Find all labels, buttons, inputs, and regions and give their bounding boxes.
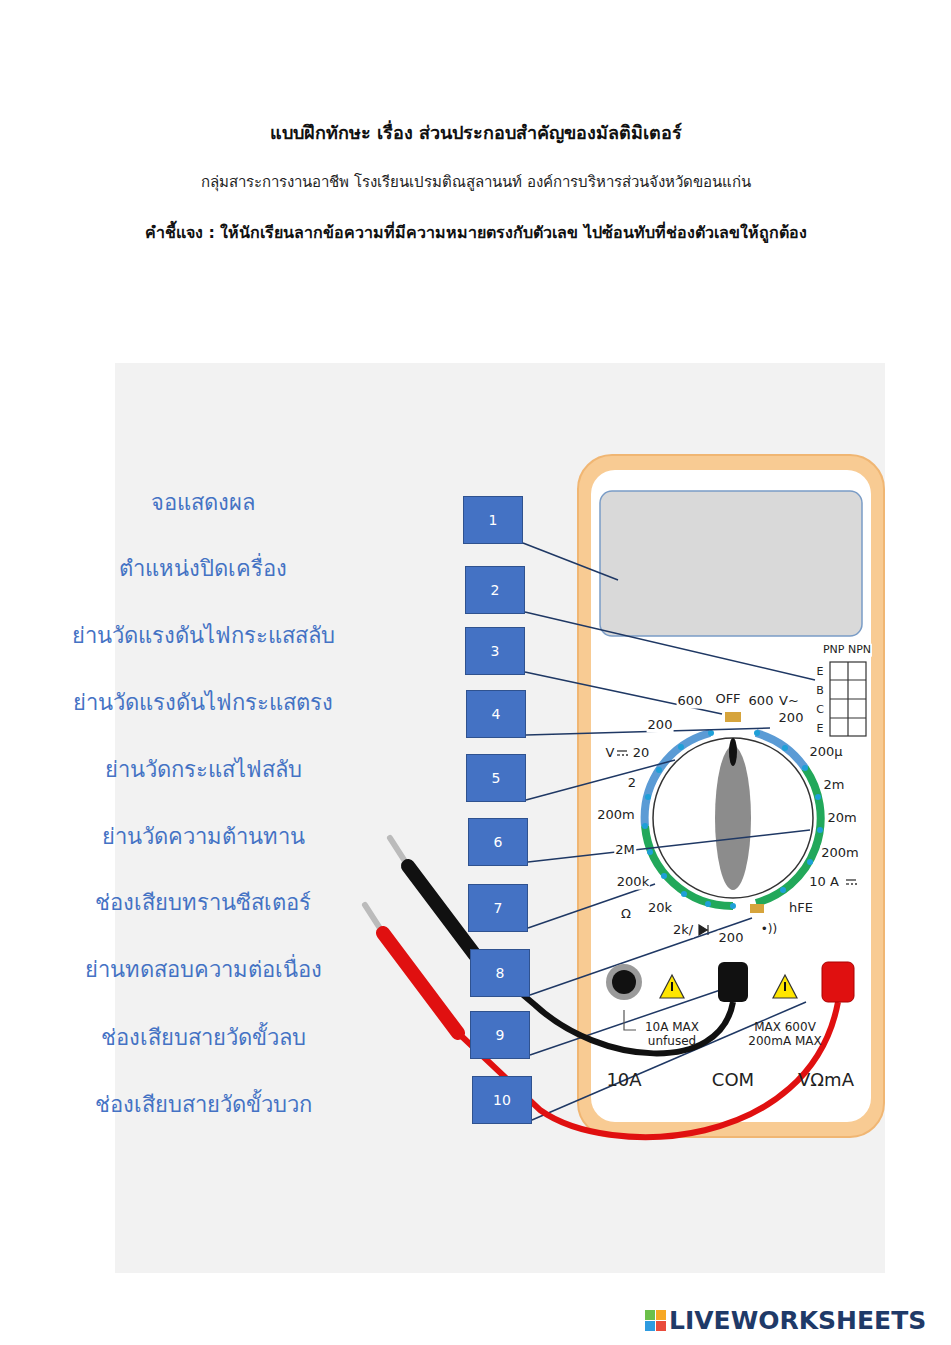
range-label: 2 <box>627 776 637 791</box>
jack-label: VΩmA <box>798 1070 854 1091</box>
jack-label: COM <box>712 1070 754 1091</box>
jack-rating: 10A MAX unfused <box>635 1021 710 1049</box>
callout-number: 4 <box>492 706 501 722</box>
range-label: 2M <box>614 843 636 858</box>
worksheet-title: แบบฝึกทักษะ เรื่อง ส่วนประกอบสำคัญของมัล… <box>270 123 683 144</box>
selector-knob <box>653 738 813 898</box>
jack-com <box>718 962 748 1002</box>
callout-number: 3 <box>491 643 500 659</box>
knob-pointer <box>729 738 737 766</box>
range-label: 2k/ <box>672 923 694 938</box>
term-label: ย่านทดสอบความต่อเนื่อง <box>85 957 322 982</box>
callout-number: 1 <box>489 512 498 528</box>
term-label: ย่านวัดกระแสไฟสลับ <box>105 757 302 782</box>
logo-icon <box>645 1310 666 1331</box>
black-probe <box>408 866 475 955</box>
pin-label: C <box>815 704 825 717</box>
range-label: hFE <box>788 901 814 916</box>
transistor-socket <box>830 662 866 736</box>
range-label: OFF <box>714 692 741 707</box>
watermark-logo: LIVEWORKSHEETS <box>669 1307 926 1336</box>
jack-label: 10A <box>606 1070 641 1091</box>
range-label: 200 <box>647 718 674 733</box>
callout-box: 3 <box>465 627 525 675</box>
range-label: 200k <box>616 875 650 890</box>
range-label: 600 <box>748 694 775 709</box>
term-label: ย่านวัดความต้านทาน <box>102 824 305 849</box>
callout-number: 9 <box>496 1027 505 1043</box>
jack-rating: MAX 600V 200mA MAX <box>740 1021 830 1049</box>
dc-symbol <box>617 751 857 884</box>
term-label: ช่องเสียบสายวัดขั้วบวก <box>95 1092 312 1117</box>
callout-number: 7 <box>494 900 503 916</box>
callout-box: 7 <box>468 884 528 932</box>
socket-label: PNP NPN <box>822 644 872 657</box>
range-dots <box>642 730 823 909</box>
callout-box: 9 <box>470 1011 530 1059</box>
term-label: ช่องเสียบทรานซีสเตอร์ <box>95 890 311 915</box>
display-screen <box>600 491 862 636</box>
callout-box: 1 <box>463 496 523 544</box>
callout-box: 8 <box>470 949 530 997</box>
range-ring <box>645 733 821 906</box>
jack-10a <box>606 964 642 1000</box>
range-label: 600 <box>677 694 704 709</box>
hfe-mark <box>750 904 764 913</box>
range-label: 10 A <box>808 875 840 890</box>
worksheet-panel <box>115 363 885 1273</box>
subtitle: กลุ่มสาระการงานอาชีพ โรงเรียนเปรมติณสูลา… <box>201 174 751 191</box>
pin-label: E <box>816 666 825 679</box>
range-label: •)) <box>760 923 778 937</box>
callout-box: 5 <box>466 754 526 802</box>
knob-grip <box>715 746 751 890</box>
callout-number: 8 <box>496 965 505 981</box>
instruction: คำชี้แจง : ให้นักเรียนลากข้อความที่มีควา… <box>145 224 807 242</box>
range-label: 20k <box>647 901 673 916</box>
term-label: ย่านวัดแรงดันไฟกระแสสลับ <box>72 623 335 648</box>
pin-label: B <box>815 685 825 698</box>
range-label: 200m <box>820 846 859 861</box>
callout-box: 2 <box>465 566 525 614</box>
term-label: ย่านวัดแรงดันไฟกระแสตรง <box>73 690 333 715</box>
callout-box: 6 <box>468 818 528 866</box>
callout-number: 2 <box>491 582 500 598</box>
range-label: V~ <box>778 694 800 709</box>
range-label: 200 <box>718 931 745 946</box>
range-label: V <box>605 746 616 761</box>
red-probe <box>383 933 458 1033</box>
warning-triangles <box>660 975 797 998</box>
range-label: 20 <box>632 746 651 761</box>
pin-label: E <box>816 723 825 736</box>
range-label: 200m <box>596 808 635 823</box>
range-label: Ω <box>620 907 632 922</box>
term-label: ช่องเสียบสายวัดขั้วลบ <box>101 1025 306 1050</box>
term-label: จอแสดงผล <box>151 490 255 515</box>
callout-box: 10 <box>472 1076 532 1124</box>
range-label: 200µ <box>808 745 843 760</box>
meter-face <box>591 470 871 1122</box>
callout-number: 5 <box>492 770 501 786</box>
callout-number: 10 <box>493 1092 511 1108</box>
range-label: 20m <box>826 811 857 826</box>
callout-box: 4 <box>466 690 526 738</box>
callout-number: 6 <box>494 834 503 850</box>
range-label: 2m <box>823 778 846 793</box>
jack-v <box>822 962 854 1002</box>
term-label: ตำแหน่งปิดเครื่อง <box>119 556 287 581</box>
off-mark <box>725 712 741 722</box>
range-label: 200 <box>778 711 805 726</box>
red-wire <box>455 1002 838 1137</box>
